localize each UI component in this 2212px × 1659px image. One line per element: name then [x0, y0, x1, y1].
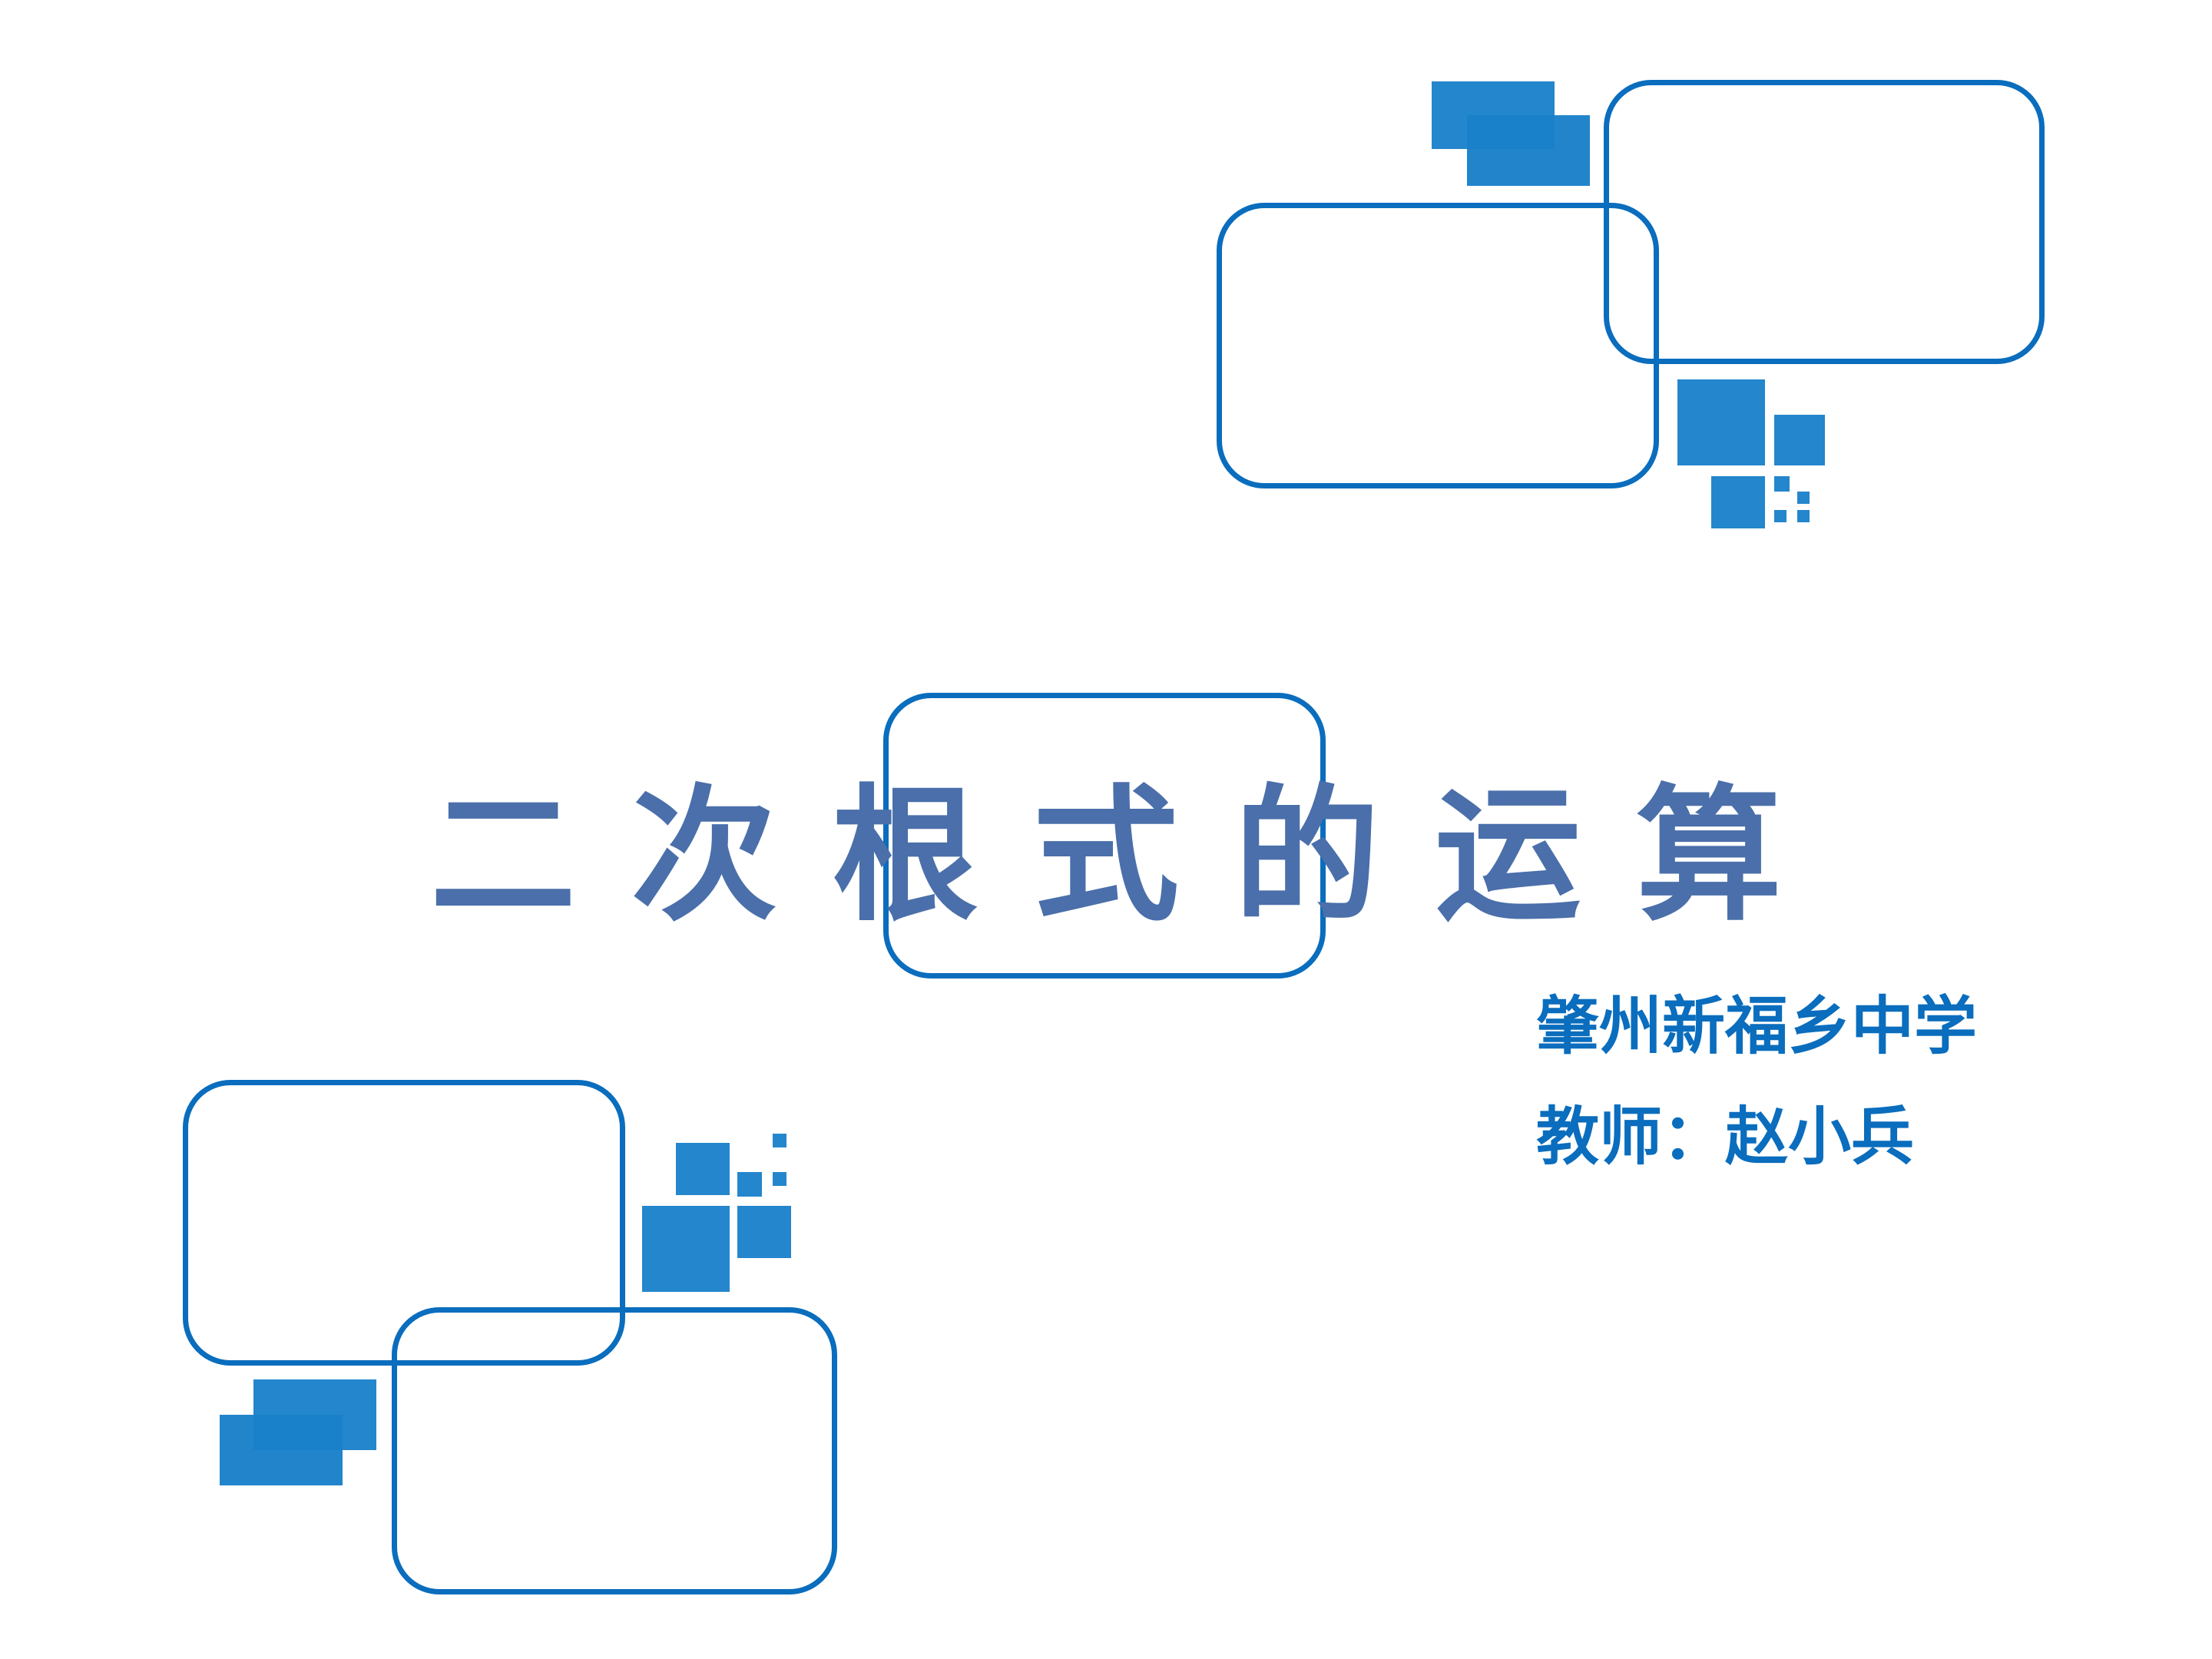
deco-square	[773, 1172, 786, 1186]
school-name: 肇州新福乡中学	[1536, 990, 1978, 1063]
slide-title: 二 次 根 式 的 运 算	[430, 764, 1782, 949]
deco-square	[737, 1172, 762, 1197]
title-char: 的	[1233, 771, 1380, 941]
title-char: 根	[832, 771, 979, 941]
title-char: 式	[1032, 771, 1179, 941]
deco-square	[1797, 492, 1810, 504]
deco-outline-box	[183, 1080, 625, 1366]
deco-outline-box	[1217, 203, 1659, 488]
deco-square	[1797, 510, 1810, 522]
title-char: 算	[1635, 771, 1782, 941]
deco-square	[1711, 476, 1765, 528]
deco-square	[220, 1415, 343, 1485]
deco-outline-box	[1604, 80, 2045, 364]
deco-square	[676, 1143, 730, 1195]
deco-outline-box	[392, 1307, 837, 1594]
deco-square	[1467, 115, 1590, 186]
deco-square	[642, 1206, 730, 1292]
teacher-name: 教师：赵小兵	[1536, 1101, 1915, 1174]
title-char: 运	[1435, 771, 1581, 941]
title-char: 二	[430, 771, 577, 941]
deco-square	[1774, 415, 1825, 465]
deco-square	[1774, 476, 1790, 492]
deco-outline-box	[883, 693, 1326, 979]
deco-square	[737, 1206, 791, 1258]
deco-square	[1677, 379, 1765, 465]
deco-square	[1774, 510, 1786, 522]
title-char: 次	[631, 771, 777, 941]
deco-square	[773, 1134, 786, 1147]
